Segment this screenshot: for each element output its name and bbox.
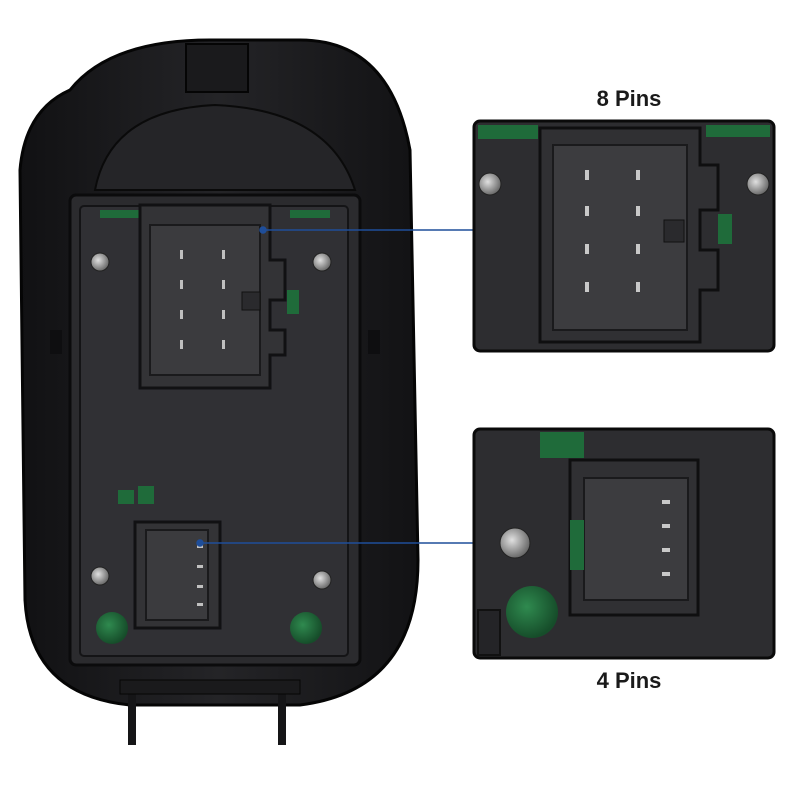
connector-8-pin-contacts xyxy=(180,250,225,349)
zoom-8-pin-contacts xyxy=(585,170,640,292)
callout-label-4-pins: 4 Pins xyxy=(596,668,662,693)
zoom-panel-4-pins xyxy=(472,427,776,660)
screw-icon xyxy=(90,252,332,590)
zoom-panel-8-pins xyxy=(472,119,776,353)
callout-label-8-pins: 8 Pins xyxy=(596,86,662,111)
pcb-contact-pads xyxy=(96,612,322,644)
leader-lines xyxy=(196,226,477,547)
connector-8-pin xyxy=(138,203,299,390)
switch-housing xyxy=(18,38,420,745)
zoom-4-pin-contacts xyxy=(662,500,670,576)
